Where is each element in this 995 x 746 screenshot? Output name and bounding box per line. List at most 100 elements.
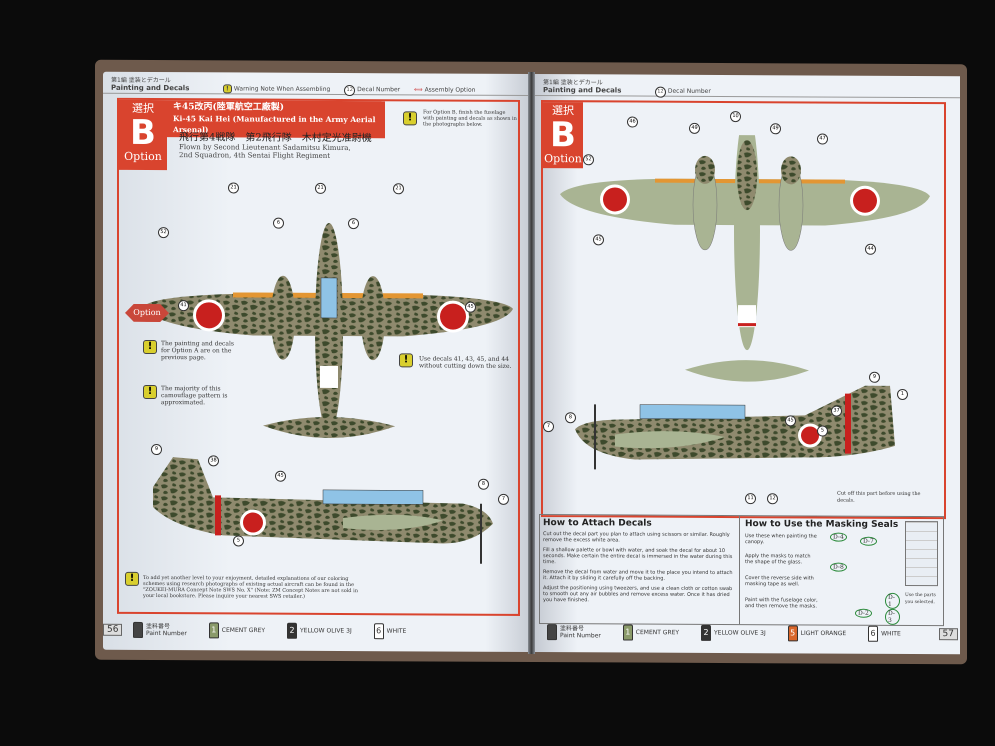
decal-instructions: How to Attach Decals Cut out the decal p… <box>540 515 740 625</box>
side-view-aircraft <box>575 385 895 470</box>
decal-step: Cut out the decal part you plan to attac… <box>543 531 730 544</box>
nacelle-side <box>615 431 725 449</box>
option-arrow-icon: ⟺ <box>414 86 423 94</box>
decal-callout: 52 <box>583 154 594 166</box>
warning-icon: ! <box>403 111 417 126</box>
bottle-icon: 6 <box>373 623 384 640</box>
badge-word: Option <box>124 149 162 164</box>
home-defense-band <box>738 305 756 328</box>
decal-callout: 21 <box>228 182 239 194</box>
decal-callout: 37 <box>831 405 842 417</box>
decal-callout: 44 <box>865 243 876 255</box>
warning-legend: Warning Note When Assembling <box>233 85 331 93</box>
decal-callout: 9 <box>151 444 162 456</box>
bottle-icon: 2 <box>701 624 711 641</box>
decal-callout: 45 <box>593 234 604 246</box>
band-stripe <box>738 323 756 327</box>
decal-step: Adjust the positioning using tweezers, a… <box>543 585 733 604</box>
decal-callout: 7 <box>543 421 554 433</box>
decal-callout: 1 <box>897 388 908 400</box>
mask-label: D-1 <box>885 592 900 609</box>
badge-letter: B <box>130 112 156 154</box>
mask-note: Use the parts you selected. <box>905 592 936 606</box>
tailplane-underside <box>685 360 809 382</box>
decal-step: Fill a shallow palette or bowl with wate… <box>543 547 733 566</box>
note-top: For Option B, finish the fuselage with p… <box>423 109 517 128</box>
mask-step: Paint with the fuselage color, and then … <box>745 597 818 610</box>
fuselage <box>315 222 343 433</box>
decal-callout: 12 <box>767 493 778 505</box>
canopy <box>320 277 338 319</box>
decal-callout: 49 <box>770 123 781 135</box>
decal-callout: 46 <box>627 116 638 128</box>
cut-note: Cut off this part before using the decal… <box>837 490 921 504</box>
bottle-icon <box>547 624 557 641</box>
decal-callout: 21 <box>315 182 326 194</box>
decal-callout: 6 <box>273 217 284 229</box>
mask-label: D-4 <box>830 532 847 542</box>
instructions-box: How to Attach Decals Cut out the decal p… <box>539 514 944 627</box>
mask-diagram: D-4 D-7 D-8 D-1 D-2 D-3 <box>830 532 900 625</box>
decal-callout: 49 <box>689 122 700 134</box>
nacelle-side <box>343 514 443 530</box>
top-view-aircraft <box>143 222 513 438</box>
mask-step: Apply the masks to match the shape of th… <box>745 553 811 566</box>
decal-callout: 52 <box>158 227 169 239</box>
decal-callout: 8 <box>565 412 576 424</box>
decal-legend: Decal Number <box>357 86 401 94</box>
canopy-side <box>322 489 424 505</box>
warning-icon: ! <box>143 384 157 400</box>
tailplane <box>263 416 395 438</box>
section-title: Painting and Decals <box>111 83 190 93</box>
decal-callout: 8 <box>478 478 489 490</box>
hinomaru <box>801 426 819 445</box>
booklet-spine <box>528 71 535 655</box>
page-number: 57 <box>938 628 958 641</box>
decal-callout: 5 <box>233 535 244 547</box>
mask-step: Use these when painting the canopy. <box>745 533 817 546</box>
unit-en-2: 2nd Squadron, 4th Sentai Flight Regiment <box>179 151 331 160</box>
note-camo: The majority of this camouflage pattern … <box>161 385 228 407</box>
note-option-a: The painting and decals for Option A are… <box>161 340 234 362</box>
decal-callout: 45 <box>275 470 286 482</box>
mask-sheet <box>905 520 938 587</box>
decal-callout: 10 <box>730 111 741 123</box>
paint-name: LIGHT ORANGE <box>800 629 847 638</box>
bottle-icon <box>133 621 143 638</box>
engine-cowling <box>695 155 715 184</box>
decal-callout: 9 <box>869 371 880 383</box>
decal-callout: 7 <box>498 493 509 505</box>
decal-step: Remove the decal from water and move it … <box>543 569 733 582</box>
fuselage-band <box>215 495 221 536</box>
mask-step: Cover the reverse side with masking tape… <box>745 575 814 588</box>
home-defense-band <box>320 365 338 388</box>
underside-view-aircraft <box>560 134 930 382</box>
bottle-icon: 6 <box>868 625 879 642</box>
paint-name: YELLOW OLIVE 3J <box>300 627 352 635</box>
paint-name: CEMENT GREY <box>221 626 266 635</box>
engine-nacelle <box>361 276 385 361</box>
nose <box>737 140 757 211</box>
hinomaru <box>853 188 877 213</box>
option-badge: 選択 B Option <box>119 99 167 171</box>
section-title: Painting and Decals <box>543 86 622 95</box>
engine-nacelle <box>271 275 295 360</box>
decal-legend: Decal Number <box>667 87 711 95</box>
mask-label: D-8 <box>830 562 847 572</box>
warning-icon: ! <box>399 353 413 368</box>
decal-callout: 38 <box>208 455 219 467</box>
mask-steps: Use these when painting the canopy. Appl… <box>745 533 820 609</box>
